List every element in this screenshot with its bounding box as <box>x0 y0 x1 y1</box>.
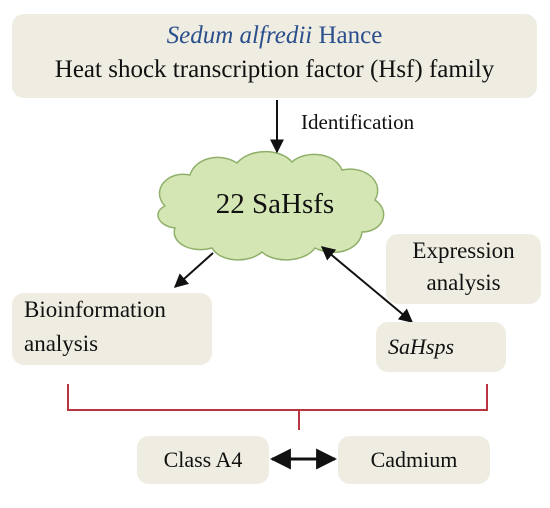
expression-box <box>386 234 541 304</box>
cloud-label: 22 SaHsfs <box>215 188 335 220</box>
cloud-shape <box>157 150 385 261</box>
sahsps-label: SaHsps <box>388 334 455 359</box>
bracket <box>67 384 488 430</box>
identification-label: Identification <box>301 110 415 134</box>
class-a4-box <box>137 436 269 484</box>
arrow-to-bioinformation <box>173 252 214 288</box>
bioinfo-line2: analysis <box>24 331 99 356</box>
bioinfo-box <box>12 293 212 365</box>
species-authority: Hance <box>312 22 383 49</box>
class-a4-label: Class A4 <box>163 447 243 472</box>
expression-line1: Expression <box>412 238 515 263</box>
top-box-subtitle: Heat shock transcription factor (Hsf) fa… <box>54 56 495 83</box>
sahsps-box <box>376 322 506 372</box>
expression-line2: analysis <box>426 270 501 295</box>
cadmium-box <box>338 436 490 484</box>
bioinfo-line1: Bioinformation <box>24 297 166 322</box>
cadmium-label: Cadmium <box>370 447 458 472</box>
top-box-title: Sedum alfredii Hance <box>12 22 537 50</box>
species-name: Sedum alfredii <box>166 22 313 49</box>
arrow-cloud-sahsps <box>320 246 414 323</box>
top-box <box>12 14 537 98</box>
